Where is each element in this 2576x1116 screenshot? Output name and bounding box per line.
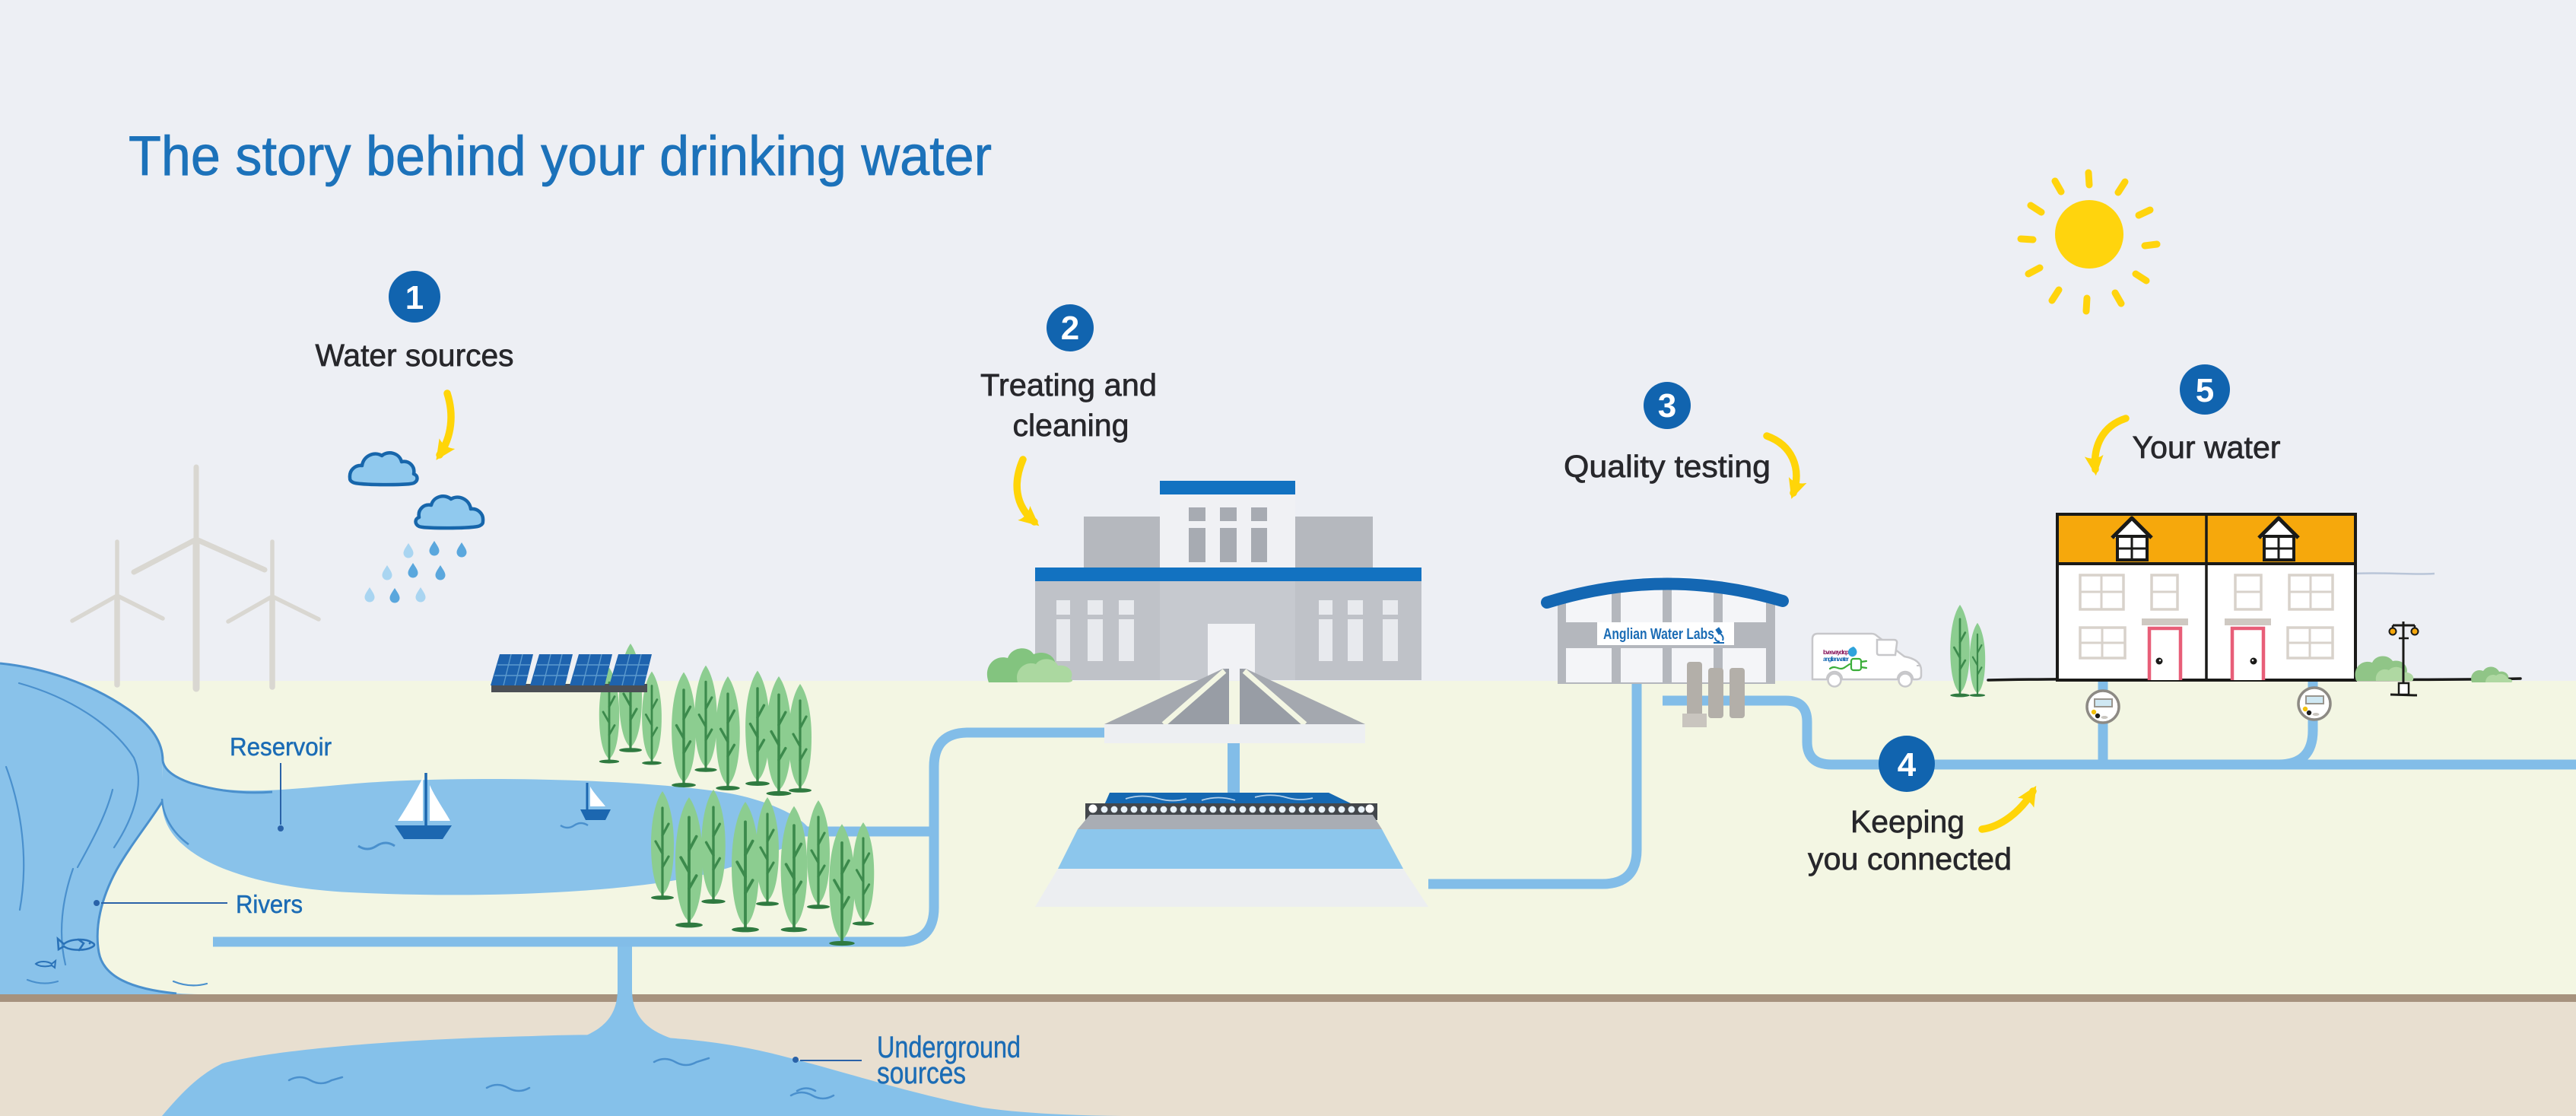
svg-text:The story behind your drinking: The story behind your drinking water	[129, 126, 992, 187]
svg-text:Treating and: Treating and	[980, 367, 1157, 402]
svg-text:cleaning: cleaning	[1013, 408, 1129, 443]
svg-text:Your water: Your water	[2133, 430, 2281, 465]
svg-text:1: 1	[405, 279, 424, 316]
svg-text:Rivers: Rivers	[236, 890, 303, 918]
svg-text:Keeping: Keeping	[1850, 804, 1965, 839]
svg-text:anglianwater: anglianwater	[1823, 656, 1849, 663]
svg-text:love every drop: love every drop	[1823, 649, 1849, 656]
svg-text:sources: sources	[877, 1057, 966, 1090]
svg-text:Quality testing: Quality testing	[1564, 449, 1771, 484]
svg-text:Reservoir: Reservoir	[230, 733, 332, 761]
svg-text:Water sources: Water sources	[316, 338, 514, 373]
svg-text:3: 3	[1658, 387, 1676, 424]
svg-text:Anglian Water Labs: Anglian Water Labs	[1603, 626, 1714, 643]
svg-text:Underground: Underground	[877, 1031, 1021, 1064]
svg-text:4: 4	[1898, 746, 1917, 784]
svg-text:you connected: you connected	[1808, 841, 2012, 876]
svg-text:5: 5	[2196, 372, 2214, 409]
svg-text:2: 2	[1061, 310, 1079, 347]
